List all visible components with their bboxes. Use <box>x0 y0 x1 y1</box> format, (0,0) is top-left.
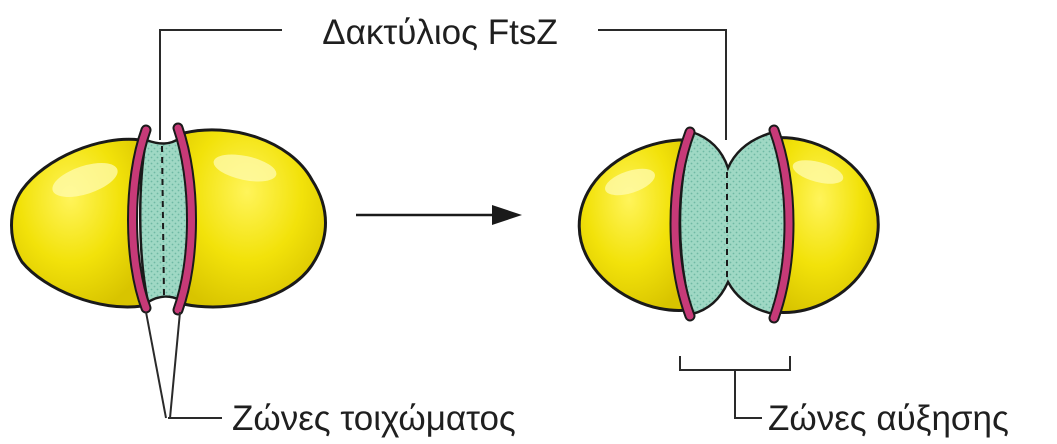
growth-zones-label: Ζώνες αύξησης <box>768 399 1009 438</box>
ftsz-ring-label: Δακτύλιος FtsZ <box>322 13 557 52</box>
left-cell <box>12 128 326 310</box>
right-cell <box>579 130 878 318</box>
left-septum <box>140 138 187 302</box>
right-septum <box>680 132 786 314</box>
wall-zone-leader-lines <box>146 312 222 418</box>
wall-zones-label: Ζώνες τοιχώματος <box>232 399 516 438</box>
left-cell-left-half <box>12 139 143 307</box>
right-arrow-icon <box>356 205 522 225</box>
left-cell-right-half <box>183 130 326 307</box>
